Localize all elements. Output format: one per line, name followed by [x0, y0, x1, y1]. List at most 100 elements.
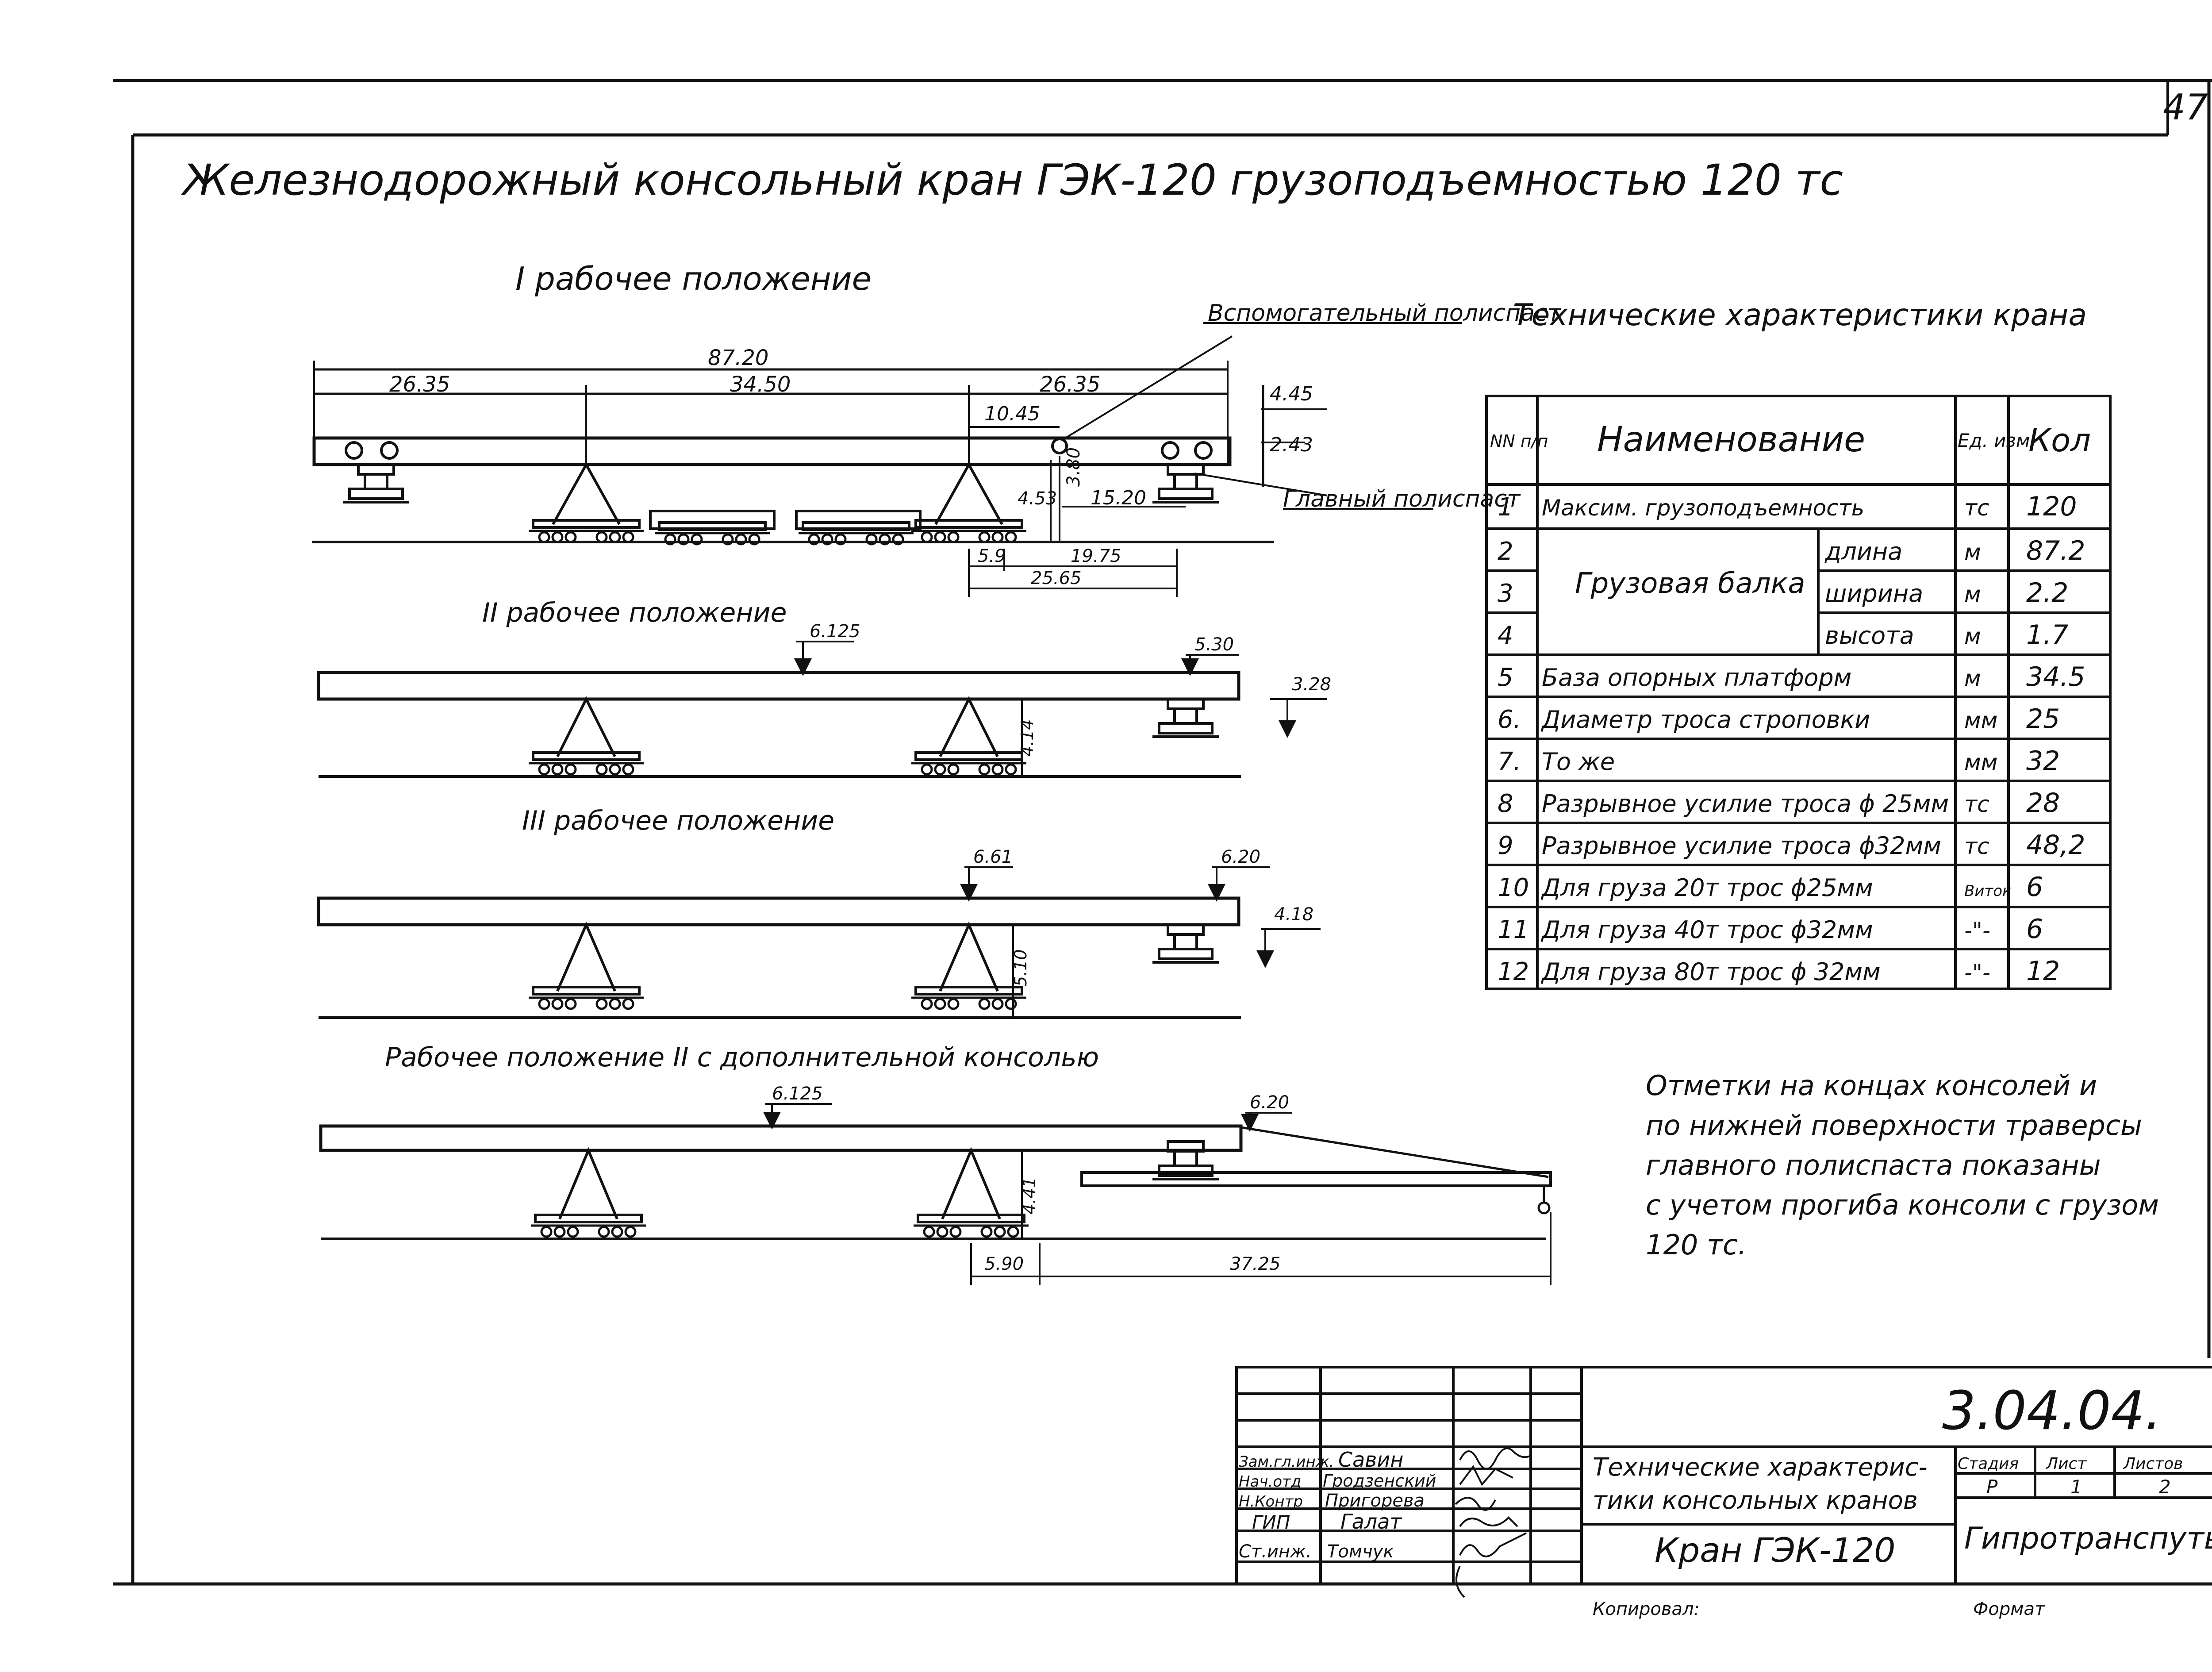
row-unit: Виток [1964, 882, 2012, 900]
row-name: Для груза 40т трос ϕ32мм [1541, 916, 1873, 944]
doc-title-line-1: Технические характерис- [1593, 1453, 1928, 1482]
sheet-label: Лист [2045, 1455, 2087, 1473]
sheet-value: 1 [2070, 1476, 2082, 1498]
role-label: Зам.гл.инж. [1239, 1453, 1334, 1471]
row-name: Диаметр троса строповки [1541, 706, 1870, 734]
note-block: Отметки на концах консолей и по нижней п… [1646, 1069, 2159, 1261]
row-number: 10 [1498, 873, 1529, 902]
row-unit: м [1964, 581, 1981, 607]
row-number: 6. [1498, 705, 1521, 734]
row-qty: 34.5 [2026, 661, 2085, 692]
dim-87-20: 87.20 [708, 346, 768, 370]
note-line: 120 тс. [1646, 1229, 1747, 1261]
dim-5-30: 5.30 [1194, 634, 1234, 655]
row-number: 11 [1498, 915, 1529, 944]
role-label: ГИП [1252, 1511, 1290, 1533]
row-number: 2 [1498, 537, 1513, 566]
col-header-name: Наименование [1597, 420, 1865, 460]
row-unit: тс [1964, 792, 1989, 817]
dim-3-28: 3.28 [1292, 674, 1331, 695]
drawing-title: Железнодорожный консольный кран ГЭК-120 … [181, 155, 1843, 205]
dim-6-61: 6.61 [973, 847, 1013, 867]
signer-name: Томчук [1327, 1541, 1394, 1562]
col-header-unit: Ед. изм [1958, 430, 2030, 451]
dim-4-41: 4.41 [1020, 1177, 1039, 1215]
dim-26-35-right: 26.35 [1040, 372, 1100, 397]
note-line: по нижней поверхности траверсы [1646, 1109, 2142, 1142]
row-qty: 12 [2026, 956, 2060, 987]
signer-name: Пригорева [1325, 1491, 1425, 1511]
row-name: То же [1542, 748, 1615, 776]
role-label: Нач.отд [1239, 1473, 1301, 1491]
row-number: 12 [1498, 957, 1529, 986]
row-qty: 2.2 [2026, 577, 2068, 608]
dim-37-25: 37.25 [1230, 1254, 1281, 1274]
position-4-diagram: Рабочее положение II с дополнительной ко… [319, 1042, 1552, 1285]
row-number: 9 [1498, 831, 1513, 860]
stage-value: Р [1986, 1476, 1998, 1498]
row-qty: 6 [2026, 914, 2043, 945]
row-name: Разрывное усилие троса ϕ32мм [1542, 832, 1941, 860]
row-name: База опорных платформ [1542, 664, 1851, 692]
position-3-diagram: III рабочее положение 6.61 6.20 4.18 5.1… [317, 805, 1321, 1019]
dim-2-43: 2.43 [1270, 434, 1313, 456]
row-qty: 48,2 [2026, 830, 2085, 861]
row-qty: 1.7 [2026, 619, 2068, 650]
row-unit: м [1964, 539, 1981, 565]
row-number: 8 [1498, 789, 1513, 818]
signer-name: Савин [1338, 1448, 1403, 1472]
row-number: 3 [1498, 579, 1513, 608]
row-number: 5 [1498, 663, 1513, 692]
stage-label: Стадия [1958, 1455, 2019, 1473]
dim-26-35-left: 26.35 [389, 372, 450, 397]
dim-3-80: 3.80 [1064, 447, 1084, 487]
position-3-title: III рабочее положение [522, 805, 834, 836]
row-qty: 120 [2026, 491, 2077, 522]
row-unit: -"- [1964, 918, 1990, 943]
dim-5-90: 5.90 [984, 1254, 1024, 1274]
copied-label: Копировал: [1593, 1599, 1700, 1619]
position-4-title: Рабочее положение II с дополнительной ко… [385, 1042, 1099, 1073]
note-line: главного полиспаста показаны [1646, 1149, 2101, 1181]
page-number: 47 [2163, 87, 2208, 128]
row-sub-name: длина [1824, 538, 1902, 565]
row-unit: -"- [1964, 960, 1990, 985]
row-name: Для груза 80т трос ϕ 32мм [1541, 958, 1881, 986]
dim-15-20: 15.20 [1091, 487, 1146, 509]
row-number: 1 [1498, 493, 1513, 522]
row-unit: м [1964, 623, 1981, 649]
aux-hoist-label: Вспомогательный полиспаст [1208, 300, 1562, 327]
row-unit: тс [1964, 834, 1989, 859]
position-2-diagram: II рабочее положение 6.125 5.30 3.28 4.1… [317, 597, 1331, 778]
dim-10-45: 10.45 [984, 403, 1040, 425]
row-unit: мм [1964, 750, 1997, 775]
tech-table: Технические характеристики крана NN п/п … [1485, 298, 2112, 990]
signatures [1455, 1447, 1531, 1598]
dim-34-50: 34.50 [730, 372, 791, 397]
doc-title-line-2: тики консольных кранов [1593, 1486, 1918, 1515]
dim-5-9: 5.9 [978, 546, 1006, 566]
dim-4-14: 4.14 [1018, 719, 1037, 757]
row-unit: тс [1964, 495, 1989, 521]
dim-6-125-p2: 6.125 [810, 621, 860, 642]
doc-code: 3.04.04. [1942, 1380, 2162, 1442]
note-line: с учетом прогиба консоли с грузом [1646, 1189, 2159, 1221]
sheet-frame [113, 79, 2212, 1586]
dim-19-75: 19.75 [1071, 546, 1121, 566]
row-qty: 25 [2026, 703, 2060, 734]
position-1-diagram: I рабочее положение 87.20 26.35 34.50 26… [312, 260, 1562, 597]
row-unit: м [1964, 665, 1981, 691]
row-qty: 6 [2026, 872, 2043, 903]
dim-5-10: 5.10 [1011, 949, 1030, 987]
row-qty: 87.2 [2026, 535, 2085, 566]
row-qty: 32 [2026, 746, 2060, 776]
col-header-qty: Кол [2028, 422, 2091, 459]
dim-4-45: 4.45 [1270, 383, 1313, 405]
note-line: Отметки на концах консолей и [1646, 1069, 2097, 1102]
dim-6-20-p4: 6.20 [1250, 1092, 1289, 1113]
row-sub-name: высота [1825, 622, 1914, 650]
group-label: Грузовая балка [1575, 567, 1805, 600]
role-label: Ст.инж. [1239, 1541, 1312, 1562]
row-name: Разрывное усилие троса ϕ 25мм [1542, 790, 1949, 818]
